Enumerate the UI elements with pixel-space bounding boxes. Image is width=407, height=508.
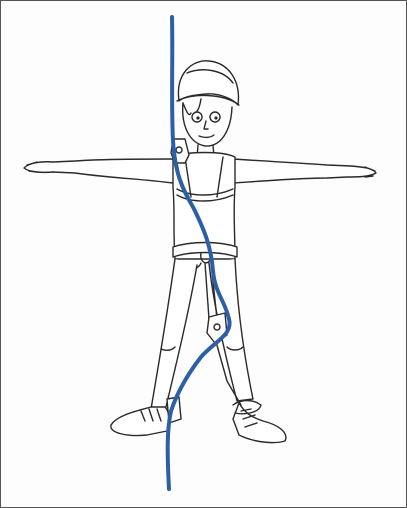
face (183, 103, 232, 146)
feet (111, 397, 286, 443)
torso (173, 153, 237, 270)
legs (151, 259, 253, 411)
left-leg (151, 259, 197, 411)
helmet (178, 61, 238, 105)
left-pupil (196, 116, 199, 119)
right-pupil (214, 116, 217, 119)
left-arm (24, 159, 173, 183)
right-arm (233, 159, 376, 183)
